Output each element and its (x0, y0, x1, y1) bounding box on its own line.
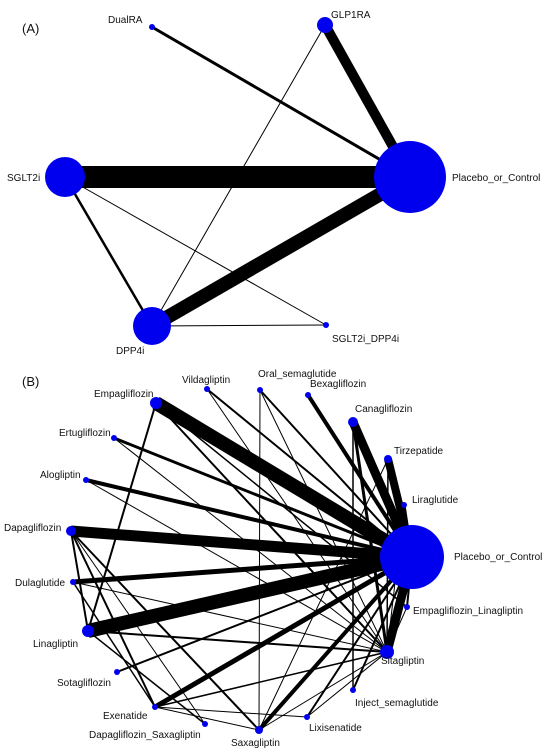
panel-b-edge-canagliflozin-sitagliptin (351, 421, 389, 653)
panel-a-node-label-sglt2i-dpp4i: SGLT2i_DPP4i (332, 334, 399, 345)
panel-b-label: (B) (22, 374, 39, 389)
panel-b-edge-alogliptin-placebo-or-control (85, 478, 413, 559)
panel-b-edge-saxagliptin-sitagliptin (258, 651, 388, 731)
panel-b-edge-dapagliflozin-linagliptin (70, 530, 89, 632)
panel-b-edge-oral-semaglutide-sitagliptin (259, 389, 388, 653)
panel-a-node-dpp4i (133, 307, 171, 345)
panel-b-node-empagliflozin-linagliptin (404, 604, 410, 610)
panel-b-node-oral-semaglutide (257, 387, 263, 393)
panel-b-node-label-alogliptin: Alogliptin (40, 470, 81, 481)
panel-b-edges (70, 388, 417, 732)
panel-b-node-label-liraglutide: Liraglutide (412, 495, 459, 506)
panel-b-edge-vildagliptin-sitagliptin (206, 388, 388, 653)
panel-b-node-label-saxagliptin: Saxagliptin (231, 738, 280, 749)
panel-b-edge-saxagliptin-placebo-or-control (257, 555, 414, 732)
panel-b-node-label-empagliflozin-linagliptin: Empagliflozin_Linagliptin (413, 606, 523, 617)
panel-b-edge-dapagliflozin-dapagliflozin-saxagliptin (70, 530, 206, 725)
panel-b-node-sotagliflozin (114, 669, 120, 675)
panel-a-edge-dpp4i-sglt2i-dpp4i (151, 324, 327, 327)
panel-b-node-dapagliflozin (66, 526, 76, 536)
panel-b-node-vildagliptin (204, 386, 210, 392)
panel-b-edge-dulaglutide-sitagliptin (72, 581, 388, 653)
panel-b-node-exenatide (152, 704, 158, 710)
panel-b-node-inject-semaglutide (350, 687, 356, 693)
panel-b-edge-linagliptin-dapagliflozin-saxagliptin (87, 630, 206, 725)
panel-a-edge-sglt2i-dpp4i (63, 176, 154, 327)
panel-b-node-sitagliptin (380, 645, 394, 659)
panel-b-edge-empagliflozin-sitagliptin (155, 402, 388, 653)
panel-a-network: (A) DualRA GLP1RA SGLT2i Placebo_or_Control… (7, 10, 540, 357)
panel-b-node-label-vildagliptin: Vildagliptin (182, 375, 230, 386)
panel-b-node-ertugliflozin (111, 435, 117, 441)
panel-b-node-label-dapagliflozin-saxagliptin: Dapagliflozin_Saxagliptin (89, 730, 201, 741)
panel-b-node-label-sitagliptin: Sitagliptin (381, 656, 424, 667)
panel-b-node-label-exenatide: Exenatide (103, 711, 148, 722)
panel-b-nodes: Vildagliptin Oral_semaglutideEmpagliflozi… (4, 369, 542, 749)
panel-b-edge-empagliflozin-linagliptin-sitagliptin (386, 606, 408, 653)
panel-b-edge-linagliptin-placebo-or-control (86, 550, 414, 638)
panel-b-node-label-placebo-or-control: Placebo_or_Control (454, 552, 542, 563)
panel-b-node-label-ertugliflozin: Ertugliflozin (59, 428, 111, 439)
panel-b-node-bexagliflozin (305, 392, 311, 398)
panel-a-node-placebo-or-control (374, 141, 446, 213)
panel-b-node-tirzepatide (384, 455, 392, 463)
panel-b-node-label-dulaglutide: Dulaglutide (15, 578, 65, 589)
panel-b-node-lixisenatide (304, 714, 310, 720)
panel-b-node-dapagliflozin-saxagliptin (202, 721, 208, 727)
panel-b-edge-exenatide-placebo-or-control (153, 554, 414, 710)
panel-b-node-empagliflozin (150, 397, 162, 409)
panel-a-node-label-placebo-or-control: Placebo_or_Control (452, 173, 540, 184)
panel-b-node-linagliptin (82, 625, 94, 637)
panel-b-node-dulaglutide (70, 579, 76, 585)
panel-b-edge-dapagliflozin-exenatide (70, 530, 156, 708)
panel-b-node-liraglutide (401, 502, 407, 508)
panel-a-label: (A) (22, 21, 39, 36)
panel-b-edge-oral-semaglutide-saxagliptin (258, 389, 261, 731)
panel-b-edge-dapagliflozin-placebo-or-control (70, 525, 413, 563)
panel-a-node-label-sglt2i: SGLT2i (7, 173, 40, 184)
panel-b-edge-exenatide-sitagliptin (154, 651, 388, 708)
panel-b-edge-vildagliptin-placebo-or-control (206, 388, 413, 558)
panel-a-nodes: DualRA GLP1RA SGLT2i Placebo_or_ControlDPP4… (7, 10, 540, 357)
panel-b-edge-exenatide-saxagliptin (154, 706, 260, 731)
panel-b-node-canagliflozin (348, 417, 358, 427)
panel-b-edge-ertugliflozin-placebo-or-control (113, 436, 413, 559)
panel-b-edge-sotagliflozin-placebo-or-control (116, 556, 413, 673)
panel-b-edge-oral-semaglutide-placebo-or-control (259, 389, 413, 558)
panel-b-node-label-inject-semaglutide: Inject_semaglutide (355, 698, 439, 709)
panel-a-node-label-dualra: DualRA (108, 15, 143, 26)
panel-b-edge-dapagliflozin-saxagliptin (70, 530, 260, 731)
panel-b-edge-empagliflozin-empagliflozin-linagliptin (155, 402, 408, 608)
panel-a-edge-dpp4i-placebo-or-control (148, 170, 414, 333)
panel-b-node-label-empagliflozin: Empagliflozin (94, 389, 153, 400)
panel-b-edge-linagliptin-sitagliptin (87, 630, 388, 653)
panel-a-node-glp1ra (317, 17, 333, 33)
panel-a-node-sglt2i (45, 157, 85, 197)
panel-b-edge-ertugliflozin-sitagliptin (113, 437, 388, 653)
panel-b-edge-lixisenatide-sitagliptin (306, 651, 388, 718)
panel-a-edge-sglt2i-sglt2i-dpp4i (64, 176, 327, 326)
panel-a-node-label-dpp4i: DPP4i (116, 346, 144, 357)
panel-b-edge-dulaglutide-exenatide (72, 581, 156, 708)
panel-a-node-dualra (149, 24, 155, 30)
panel-b-node-label-bexagliflozin: Bexagliflozin (310, 379, 366, 390)
panel-b-node-label-dapagliflozin: Dapagliflozin (4, 523, 61, 534)
panel-b-node-placebo-or-control (380, 525, 444, 589)
panel-b-node-alogliptin (83, 477, 89, 483)
panel-b-node-label-tirzepatide: Tirzepatide (394, 446, 444, 457)
panel-b-node-label-linagliptin: Linagliptin (33, 639, 78, 650)
panel-a-edges (63, 22, 415, 333)
panel-a-node-label-glp1ra: GLP1RA (331, 10, 371, 21)
panel-b-node-label-canagliflozin: Canagliflozin (355, 404, 412, 415)
panel-b-network: (B) Vildagliptin Oral_semaglutideEmpaglif… (4, 369, 542, 749)
panel-b-node-label-sotagliflozin: Sotagliflozin (57, 678, 111, 689)
panel-b-node-label-lixisenatide: Lixisenatide (309, 723, 362, 734)
panel-a-node-sglt2i-dpp4i (323, 322, 329, 328)
panel-b-node-saxagliptin (255, 726, 263, 734)
panel-b-edge-exenatide-lixisenatide (154, 706, 308, 718)
panel-b-node-label-oral-semaglutide: Oral_semaglutide (258, 369, 337, 380)
panel-b-edge-empagliflozin-linagliptin (87, 402, 157, 632)
panel-b-edge-alogliptin-sitagliptin (85, 479, 388, 653)
